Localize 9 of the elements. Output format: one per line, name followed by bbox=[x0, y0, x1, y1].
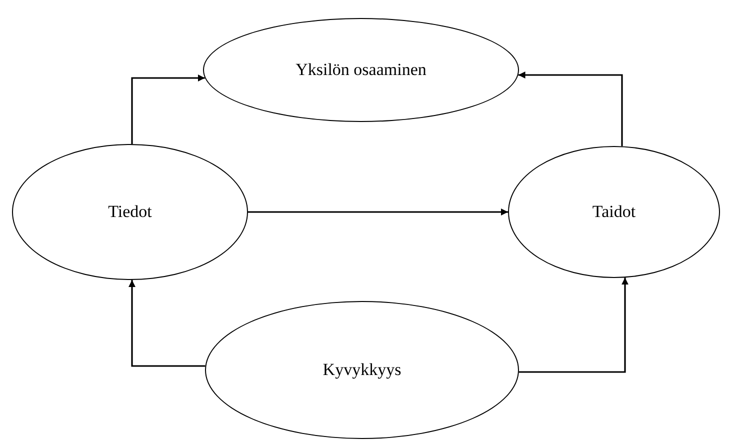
arrow bbox=[518, 278, 628, 373]
arrow bbox=[131, 74, 205, 144]
arrow bbox=[248, 208, 508, 216]
ellipse-node: Taidot bbox=[508, 146, 720, 278]
ellipse-node: Kyvykkyys bbox=[205, 301, 519, 439]
ellipse-node: Tiedot bbox=[12, 144, 248, 280]
ellipse-node: Yksilön osaaminen bbox=[203, 18, 519, 122]
arrow bbox=[518, 72, 623, 146]
arrow bbox=[128, 280, 206, 367]
